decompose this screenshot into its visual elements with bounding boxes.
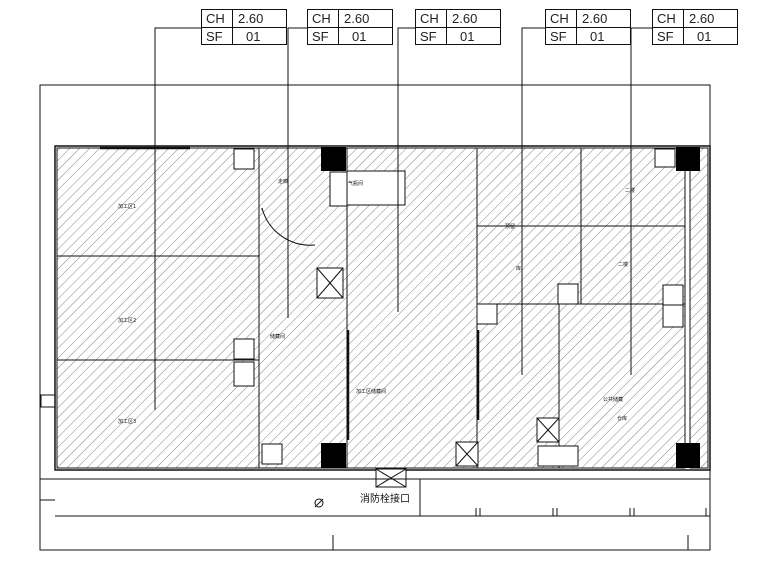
zone-right-a <box>476 147 582 227</box>
small-rooms <box>329 170 406 207</box>
column <box>676 443 700 468</box>
stair-symbols <box>316 267 560 488</box>
ch-label: CH <box>420 11 439 26</box>
ch-value: 2.60 <box>582 11 608 26</box>
room-label-hall: 走廊 <box>278 178 288 185</box>
ch-label: CH <box>206 11 225 26</box>
sf-value: 01 <box>352 29 367 44</box>
sf-value: 01 <box>697 29 712 44</box>
ch-value: 2.60 <box>689 11 715 26</box>
structural-columns <box>321 147 700 468</box>
zone-stair <box>689 147 709 469</box>
ch-label: CH <box>550 11 569 26</box>
room-label-storage: 储藏间 <box>270 333 285 340</box>
ceiling-tag: CH 2.60 SF 01 <box>307 9 393 45</box>
ceiling-tag: CH 2.60 SF 01 <box>201 9 287 45</box>
corridor <box>40 394 710 550</box>
room-label-left-mid: 加工区2 <box>118 317 136 324</box>
room-label-right-d: 二楼 <box>618 261 628 268</box>
ch-label: CH <box>312 11 331 26</box>
ch-value: 2.60 <box>452 11 478 26</box>
column <box>321 147 346 171</box>
room-label-right-f: 仓库 <box>617 415 627 422</box>
room-label-left-bot: 加工区3 <box>118 418 136 425</box>
column <box>321 443 346 468</box>
zone-left-bot <box>56 359 260 469</box>
ceiling-tag: CH 2.60 SF 01 <box>545 9 631 45</box>
sf-value: 01 <box>590 29 605 44</box>
sf-value: 01 <box>460 29 475 44</box>
column <box>676 147 700 171</box>
pilasters <box>233 148 684 467</box>
room-label-right-b: 库 <box>516 265 521 272</box>
sf-label: SF <box>657 29 674 44</box>
room-label-center: 加工区储藏间 <box>356 388 386 395</box>
room-label-right-c: 二楼 <box>625 187 635 194</box>
ch-value: 2.60 <box>238 11 264 26</box>
ceiling-tag: CH 2.60 SF 01 <box>415 9 501 45</box>
zone-left-mid <box>56 255 260 361</box>
sf-label: SF <box>312 29 329 44</box>
sf-value: 01 <box>246 29 261 44</box>
door-swing <box>261 207 316 246</box>
room-label-right-a: 预留 <box>505 223 515 230</box>
room-label-toilet: 气瓶间 <box>348 180 363 187</box>
room-label-right-e: 公共储藏 <box>603 396 623 403</box>
partitions <box>100 146 480 440</box>
room-labels: 加工区1 加工区2 加工区3 走廊 储藏间 气瓶间 加工区储藏间 预留 库 二楼… <box>118 178 635 425</box>
ceiling-tag: CH 2.60 SF 01 <box>652 9 738 45</box>
zone-right-e <box>476 303 560 469</box>
ch-label: CH <box>657 11 676 26</box>
ch-value: 2.60 <box>344 11 370 26</box>
fire-hydrant-connection-label: 消防栓接口 <box>360 494 410 505</box>
room-label-left-top: 加工区1 <box>118 203 136 210</box>
sf-label: SF <box>420 29 437 44</box>
zone-right-f <box>558 303 686 469</box>
tag-leaders <box>154 27 652 410</box>
sf-label: SF <box>206 29 223 44</box>
zone-left-top <box>56 147 260 257</box>
sf-label: SF <box>550 29 567 44</box>
